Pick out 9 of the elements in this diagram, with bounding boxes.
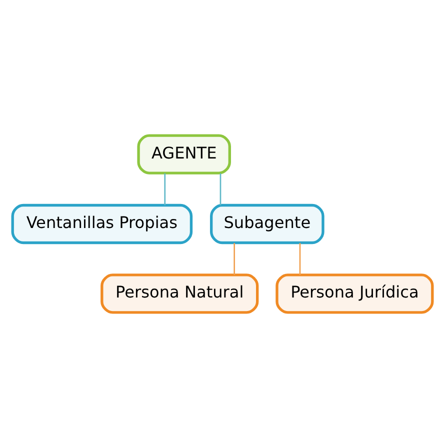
node-box: Persona Jurídica — [276, 274, 434, 314]
connector — [164, 173, 166, 206]
connector — [299, 243, 301, 275]
node-box: Ventanillas Propias — [11, 204, 193, 244]
node-box: AGENTE — [137, 134, 231, 174]
node-box: Subagente — [210, 204, 324, 244]
connector — [234, 243, 235, 275]
node-box: Persona Natural — [100, 274, 259, 314]
connector — [220, 173, 222, 206]
